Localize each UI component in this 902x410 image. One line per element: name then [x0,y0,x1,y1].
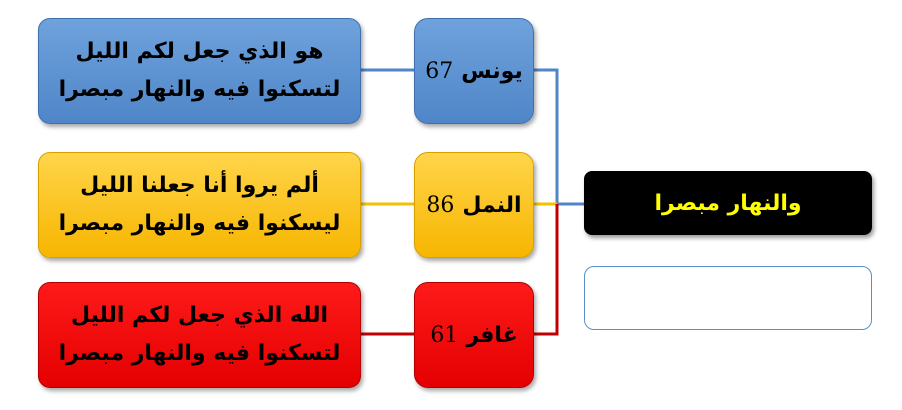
verse-text: هو الذي جعل لكم الليل لتسكنوا فيه والنها… [59,33,341,109]
verse-box-yunus: هو الذي جعل لكم الليل لتسكنوا فيه والنها… [38,18,361,124]
reference-box-yunus: يونس 67 [414,18,534,124]
reference-number: 86 [426,192,455,218]
reference-box-naml: النمل 86 [414,152,534,258]
reference-name: النمل [462,192,522,218]
verse-text: ألم يروا أنا جعلنا الليل ليسكنوا فيه وال… [59,167,341,243]
verse-box-ghafir: الله الذي جعل لكم الليل لتسكنوا فيه والن… [38,282,361,388]
verse-line-2: ليسكنوا فيه والنهار مبصرا [58,211,341,236]
connector-ref-answer-0 [533,68,584,206]
answer-box: والنهار مبصرا [584,171,872,235]
reference-number: 67 [425,58,454,84]
empty-answer-box[interactable] [584,266,872,330]
reference-name: غافر [466,322,518,348]
verse-box-naml: ألم يروا أنا جعلنا الليل ليسكنوا فيه وال… [38,152,361,258]
reference-number: 61 [430,322,459,348]
verse-line-2: لتسكنوا فيه والنهار مبصرا [58,341,341,366]
verse-line-2: لتسكنوا فيه والنهار مبصرا [58,77,341,102]
reference-name: يونس [461,58,523,84]
verse-line-1: هو الذي جعل لكم الليل [75,39,324,64]
verse-text: الله الذي جعل لكم الليل لتسكنوا فيه والن… [59,297,341,373]
verse-line-1: الله الذي جعل لكم الليل [70,303,329,328]
answer-text: والنهار مبصرا [654,190,802,216]
connector-ref-answer-2 [533,204,559,336]
verse-line-1: ألم يروا أنا جعلنا الليل [80,173,319,198]
reference-box-ghafir: غافر 61 [414,282,534,388]
